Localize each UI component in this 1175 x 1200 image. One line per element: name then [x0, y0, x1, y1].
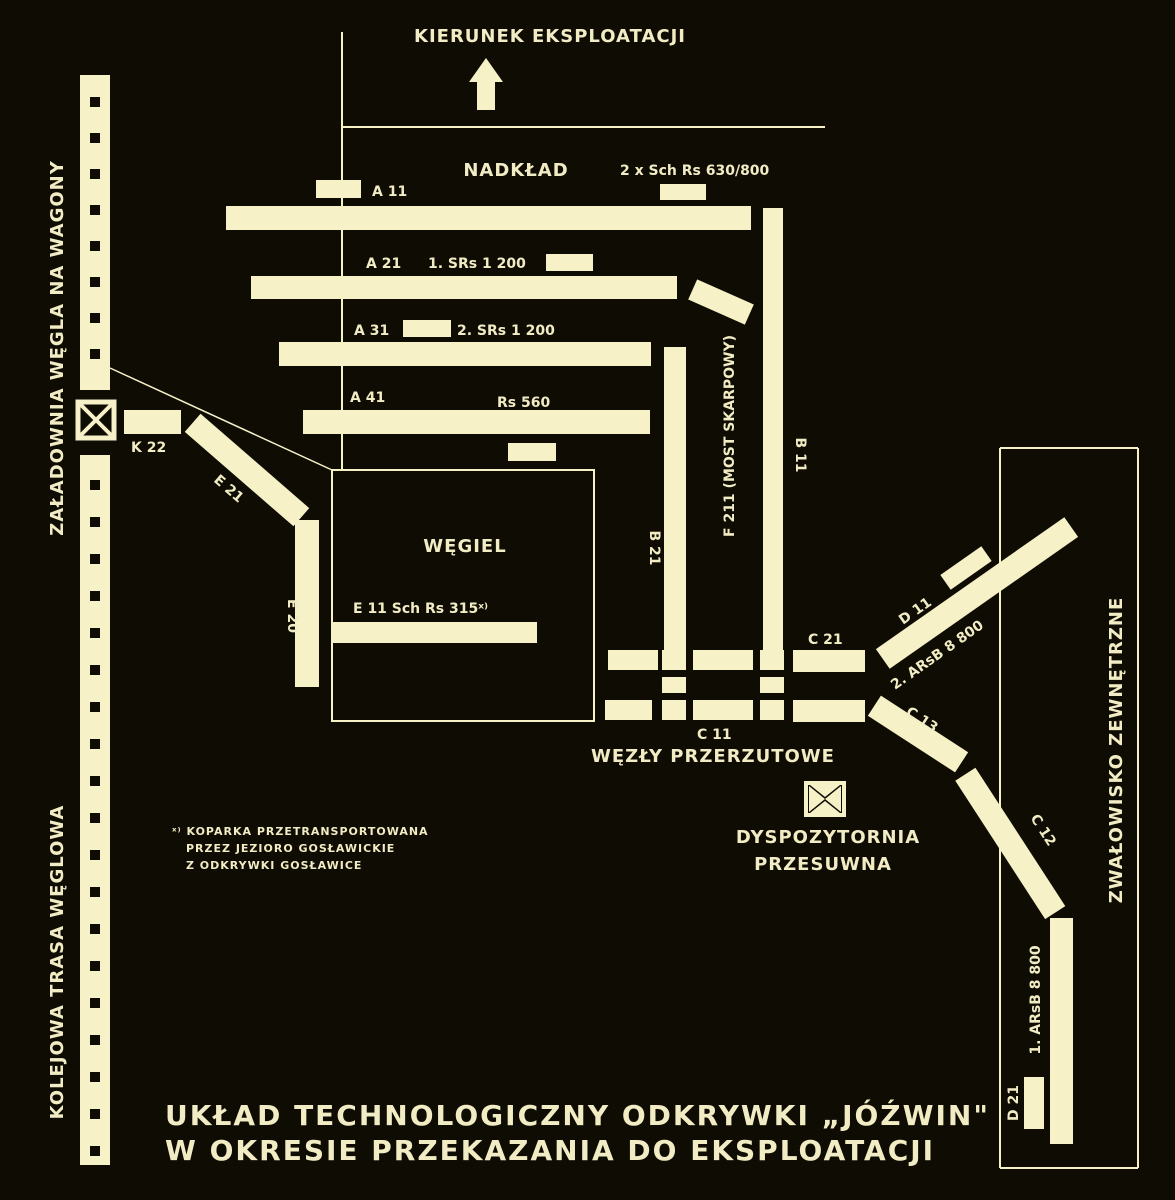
- coal-label: WĘGIEL: [423, 536, 506, 557]
- direction-arrow-icon: [469, 58, 503, 110]
- direction-label: KIERUNEK EKSPLOATACJI: [414, 26, 686, 47]
- coal-area-box: [331, 469, 595, 722]
- conveyor-a31-label: A 31: [354, 323, 389, 339]
- excavator-arsb1-label: 1. ARsB 8 800: [1028, 945, 1044, 1055]
- rail-tie: [90, 591, 100, 601]
- rail-tie: [90, 887, 100, 897]
- rail-tie: [90, 739, 100, 749]
- conveyor-b11-label: B 11: [792, 437, 808, 472]
- rail-tie: [90, 349, 100, 359]
- rail-tie: [90, 998, 100, 1008]
- conveyor-a21-label: A 21: [366, 256, 401, 272]
- rail-tie: [90, 480, 100, 490]
- rail-tie: [90, 1146, 100, 1156]
- excavator-srs2-label: 2. SRs 1 200: [457, 323, 555, 339]
- conveyor-e20-label: E 20: [284, 599, 300, 633]
- conveyor-e11: [332, 622, 537, 643]
- conveyor-e21: [184, 413, 310, 527]
- conveyor-b21-label: B 21: [646, 530, 662, 565]
- loading-leader-line: [109, 367, 333, 471]
- rail-tie: [90, 205, 100, 215]
- rail-tie: [90, 665, 100, 675]
- excavator-rs560-block: [508, 443, 556, 461]
- footnote-line1: ˣ⁾ KOPARKA PRZETRANSPORTOWANA: [172, 825, 429, 838]
- conveyor-c21-label: C 21: [808, 632, 843, 648]
- rail-tie: [90, 702, 100, 712]
- bridge-f211-label: F 211 (MOST SKARPOWY): [722, 335, 738, 537]
- railway-track: [80, 75, 110, 1165]
- excavator-d11-block: [940, 546, 992, 590]
- rail-tie: [90, 277, 100, 287]
- rail-tie: [90, 517, 100, 527]
- excavator-e11-label: E 11 Sch Rs 315ˣ⁾: [353, 601, 488, 617]
- conveyor-e20: [295, 520, 319, 687]
- rail-tie: [90, 1072, 100, 1082]
- rail-tie: [90, 924, 100, 934]
- rail-tie: [90, 554, 100, 564]
- excavator-sch-label: 2 x Sch Rs 630/800: [620, 163, 770, 179]
- excavator-srs2-block: [403, 320, 451, 337]
- rail-tie: [90, 628, 100, 638]
- excavator-srs1-block: [546, 254, 593, 271]
- conveyor-k22-block: [124, 410, 181, 434]
- excavator-rs560-label: Rs 560: [497, 395, 550, 411]
- conveyor-b21: [664, 347, 686, 658]
- excavator-a11-block: [316, 180, 361, 198]
- footnote-line2: PRZEZ JEZIORO GOSŁAWICKIE: [186, 842, 395, 855]
- rail-tie: [90, 1035, 100, 1045]
- title-line1: UKŁAD TECHNOLOGICZNY ODKRYWKI „JÓŹWIN": [165, 1098, 990, 1132]
- footnote-line3: Z ODKRYWKI GOSŁAWICE: [186, 859, 362, 872]
- rail-tie: [90, 97, 100, 107]
- conveyor-a11-label: A 11: [372, 184, 407, 200]
- rail-tie: [90, 813, 100, 823]
- rail-tie: [90, 850, 100, 860]
- conveyor-d11-arsb2: [875, 517, 1079, 669]
- transfer-nodes-label: WĘZŁY PRZERZUTOWE: [591, 746, 835, 767]
- conveyor-a21: [251, 276, 677, 299]
- conveyor-c11-label: C 11: [697, 727, 732, 743]
- rail-tie: [90, 961, 100, 971]
- rail-tie: [90, 776, 100, 786]
- loading-station-icon: [75, 399, 117, 441]
- excavator-srs1-label: 1. SRs 1 200: [428, 256, 526, 272]
- conveyor-a31: [279, 342, 651, 366]
- conveyor-c12: [955, 767, 1066, 920]
- rail-tie: [90, 313, 100, 323]
- conveyor-d21-label: D 21: [1006, 1085, 1022, 1121]
- loading-station-label: ZAŁADOWNIA WĘGLA NA WAGONY: [47, 160, 68, 536]
- rail-tie: [90, 169, 100, 179]
- bridge-f211-head: [688, 279, 754, 325]
- conveyor-c12-label: C 12: [1027, 811, 1059, 849]
- excavator-d21-block: [1024, 1077, 1044, 1129]
- title-line2: W OKRESIE PRZEKAZANIA DO EKSPLOATACJI: [165, 1134, 935, 1167]
- excavator-sch-block: [660, 184, 706, 200]
- transfer-nodes: [605, 650, 865, 722]
- rail-segment-upper: [80, 75, 110, 390]
- conveyor-a41: [303, 410, 650, 434]
- dispatch-label-line2: PRZESUWNA: [754, 854, 892, 875]
- rail-ties: [90, 97, 100, 1156]
- rail-tie: [90, 1109, 100, 1119]
- conveyor-k22-label: K 22: [131, 440, 166, 456]
- rail-tie: [90, 133, 100, 143]
- conveyor-a41-label: A 41: [350, 390, 385, 406]
- conveyor-a11: [226, 206, 751, 230]
- conveyor-c13: [867, 695, 969, 773]
- rail-tie: [90, 241, 100, 251]
- external-dump-label: ZWAŁOWISKO ZEWNĘTRZNE: [1106, 597, 1127, 904]
- conveyor-b11: [763, 208, 783, 658]
- conveyor-d21: [1050, 918, 1073, 1144]
- rail-route-label: KOLEJOWA TRASA WĘGLOWA: [47, 805, 68, 1120]
- overburden-label: NADKŁAD: [463, 160, 568, 181]
- rail-segment-lower: [80, 455, 110, 1165]
- dispatch-icon: [804, 781, 846, 817]
- dispatch-label-line1: DYSPOZYTORNIA: [736, 827, 920, 848]
